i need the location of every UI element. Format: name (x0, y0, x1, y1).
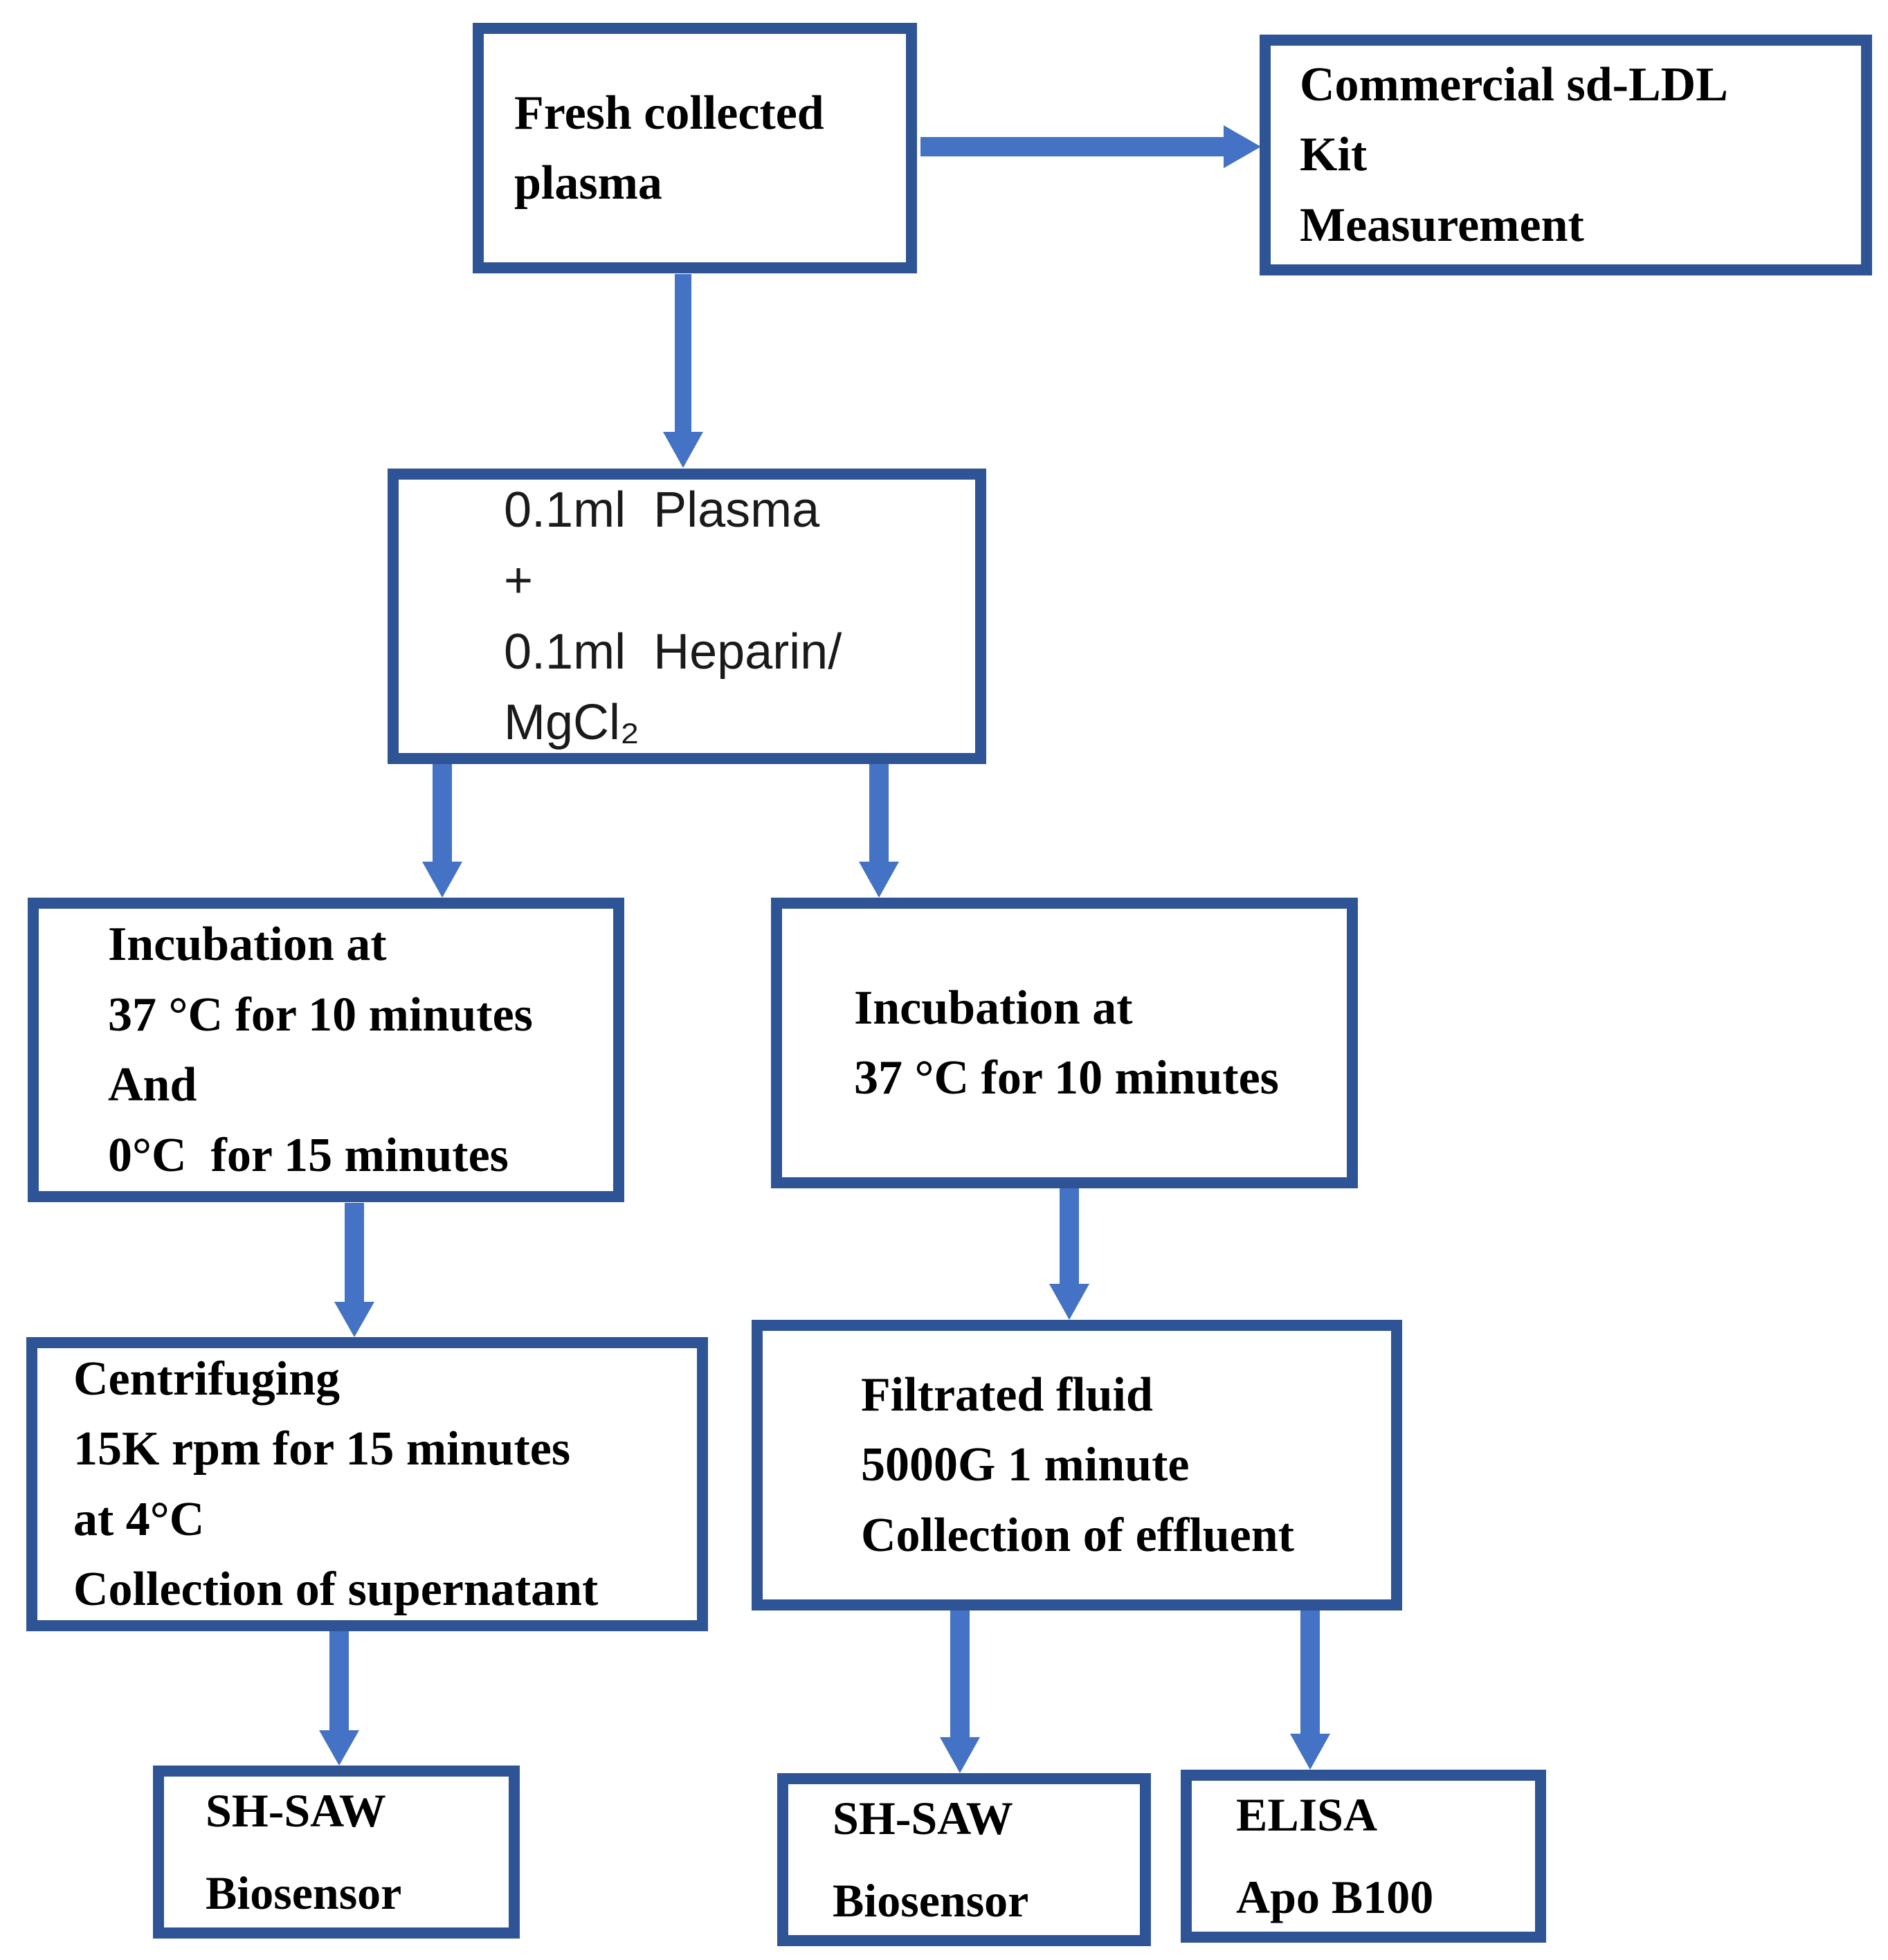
node-text-line: + (504, 553, 534, 609)
node-shsaw-biosensor-left: SH-SAW Biosensor (153, 1766, 520, 1939)
node-shsaw-biosensor-mid: SH-SAW Biosensor (777, 1773, 1151, 1946)
node-elisa-apob100: ELISA Apo B100 (1181, 1770, 1546, 1943)
node-commercial-sdldl-kit: Commercial sd-LDL Kit Measurement (1260, 35, 1872, 275)
arrow-fresh-to-mix (663, 274, 703, 468)
node-centrifuging: Centrifuging 15K rpm for 15 minutes at 4… (26, 1337, 708, 1631)
node-text-line: plasma (514, 156, 662, 210)
node-text-line: SH-SAW (833, 1792, 1013, 1844)
arrow-incubation-right-to-filtrated (1049, 1188, 1089, 1320)
node-text-line: Biosensor (833, 1874, 1029, 1927)
node-text-line: 15K rpm for 15 minutes (73, 1422, 571, 1476)
arrow-incubation-left-to-centrifuging (334, 1203, 374, 1337)
node-text-line: at 4°C (73, 1492, 205, 1546)
node-filtrated-fluid: Filtrated fluid 5000G 1 minute Collectio… (752, 1320, 1402, 1610)
node-text-line: And (108, 1058, 197, 1111)
arrow-centrifuging-to-shsaw-left (319, 1631, 359, 1766)
node-fresh-plasma: Fresh collected plasma (473, 23, 917, 273)
node-text-line: SH-SAW (206, 1784, 386, 1837)
node-text-line: Centrifuging (73, 1352, 340, 1406)
node-text-line: Collection of effluent (861, 1508, 1294, 1562)
node-text-line: Kit (1300, 128, 1368, 182)
node-text-line: Collection of supernatant (73, 1563, 599, 1616)
node-text-line: 5000G 1 minute (861, 1438, 1190, 1492)
arrow-mix-to-incubation-left (422, 763, 462, 898)
node-text-line: Apo B100 (1236, 1871, 1434, 1923)
node-text-line: 37 °C for 10 minutes (108, 988, 533, 1042)
arrow-filtrated-to-shsaw-mid (940, 1610, 980, 1773)
node-text-line: Fresh collected (514, 86, 824, 140)
arrow-filtrated-to-elisa (1290, 1610, 1330, 1770)
node-text-line: Incubation at (854, 981, 1133, 1035)
node-incubation-left: Incubation at 37 °C for 10 minutes And 0… (28, 898, 624, 1202)
node-text-line: 0°C for 15 minutes (108, 1128, 509, 1182)
node-text-line: Commercial sd-LDL (1300, 57, 1728, 111)
node-text-line: ELISA (1236, 1788, 1378, 1841)
node-text-line: 37 °C for 10 minutes (854, 1051, 1279, 1105)
node-plasma-heparin-mix: 0.1ml Plasma + 0.1ml Heparin/ MgCl₂ (388, 469, 986, 764)
arrow-fresh-to-commercial (920, 125, 1261, 168)
node-incubation-right: Incubation at 37 °C for 10 minutes (771, 898, 1358, 1188)
node-text-line: Filtrated fluid (861, 1368, 1153, 1422)
node-text-line: 0.1ml Plasma (504, 482, 820, 538)
node-text-line: Measurement (1300, 198, 1584, 252)
node-text-line: MgCl₂ (504, 694, 639, 750)
node-text-line: 0.1ml Heparin/ (504, 624, 842, 680)
node-text-line: Biosensor (206, 1867, 402, 1919)
node-text-line: Incubation at (108, 918, 387, 971)
arrow-mix-to-incubation-right (859, 763, 899, 898)
